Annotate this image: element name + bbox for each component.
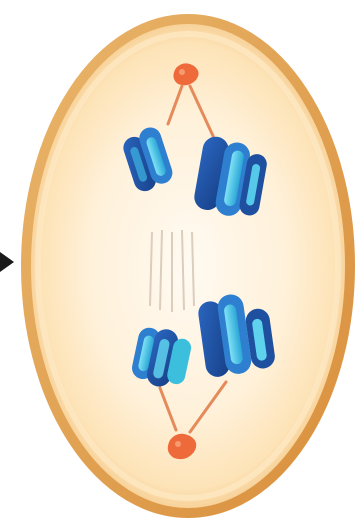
pointer-arrow-icon	[0, 252, 14, 272]
